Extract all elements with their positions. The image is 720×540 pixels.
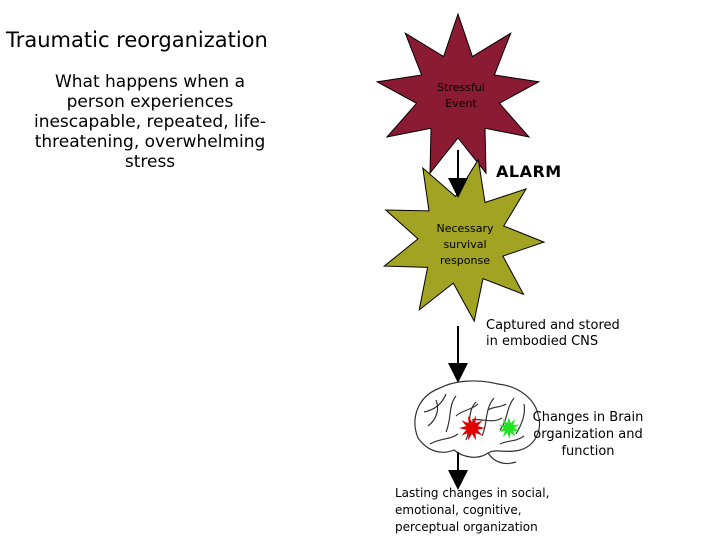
- lasting-changes-label: Lasting changes in social, emotional, co…: [395, 486, 550, 534]
- brain-changes-label: Changes in Brain organization and functi…: [532, 410, 644, 459]
- captured-label: Captured and stored in embodied CNS: [486, 318, 620, 349]
- survival-response-label: Necessary survival response: [436, 222, 494, 267]
- page-title: Traumatic reorganization: [6, 28, 268, 52]
- brain-icon: [414, 380, 541, 465]
- survival-response-burst: [382, 158, 546, 323]
- stressful-event-label: Stressful Event: [437, 81, 485, 110]
- alarm-activation-mark: [459, 415, 485, 441]
- stressful-event-burst: [375, 12, 541, 175]
- change-activation-mark: [498, 417, 520, 439]
- alarm-label: ALARM: [496, 162, 562, 181]
- page-subtitle: What happens when a person experiences i…: [33, 72, 267, 172]
